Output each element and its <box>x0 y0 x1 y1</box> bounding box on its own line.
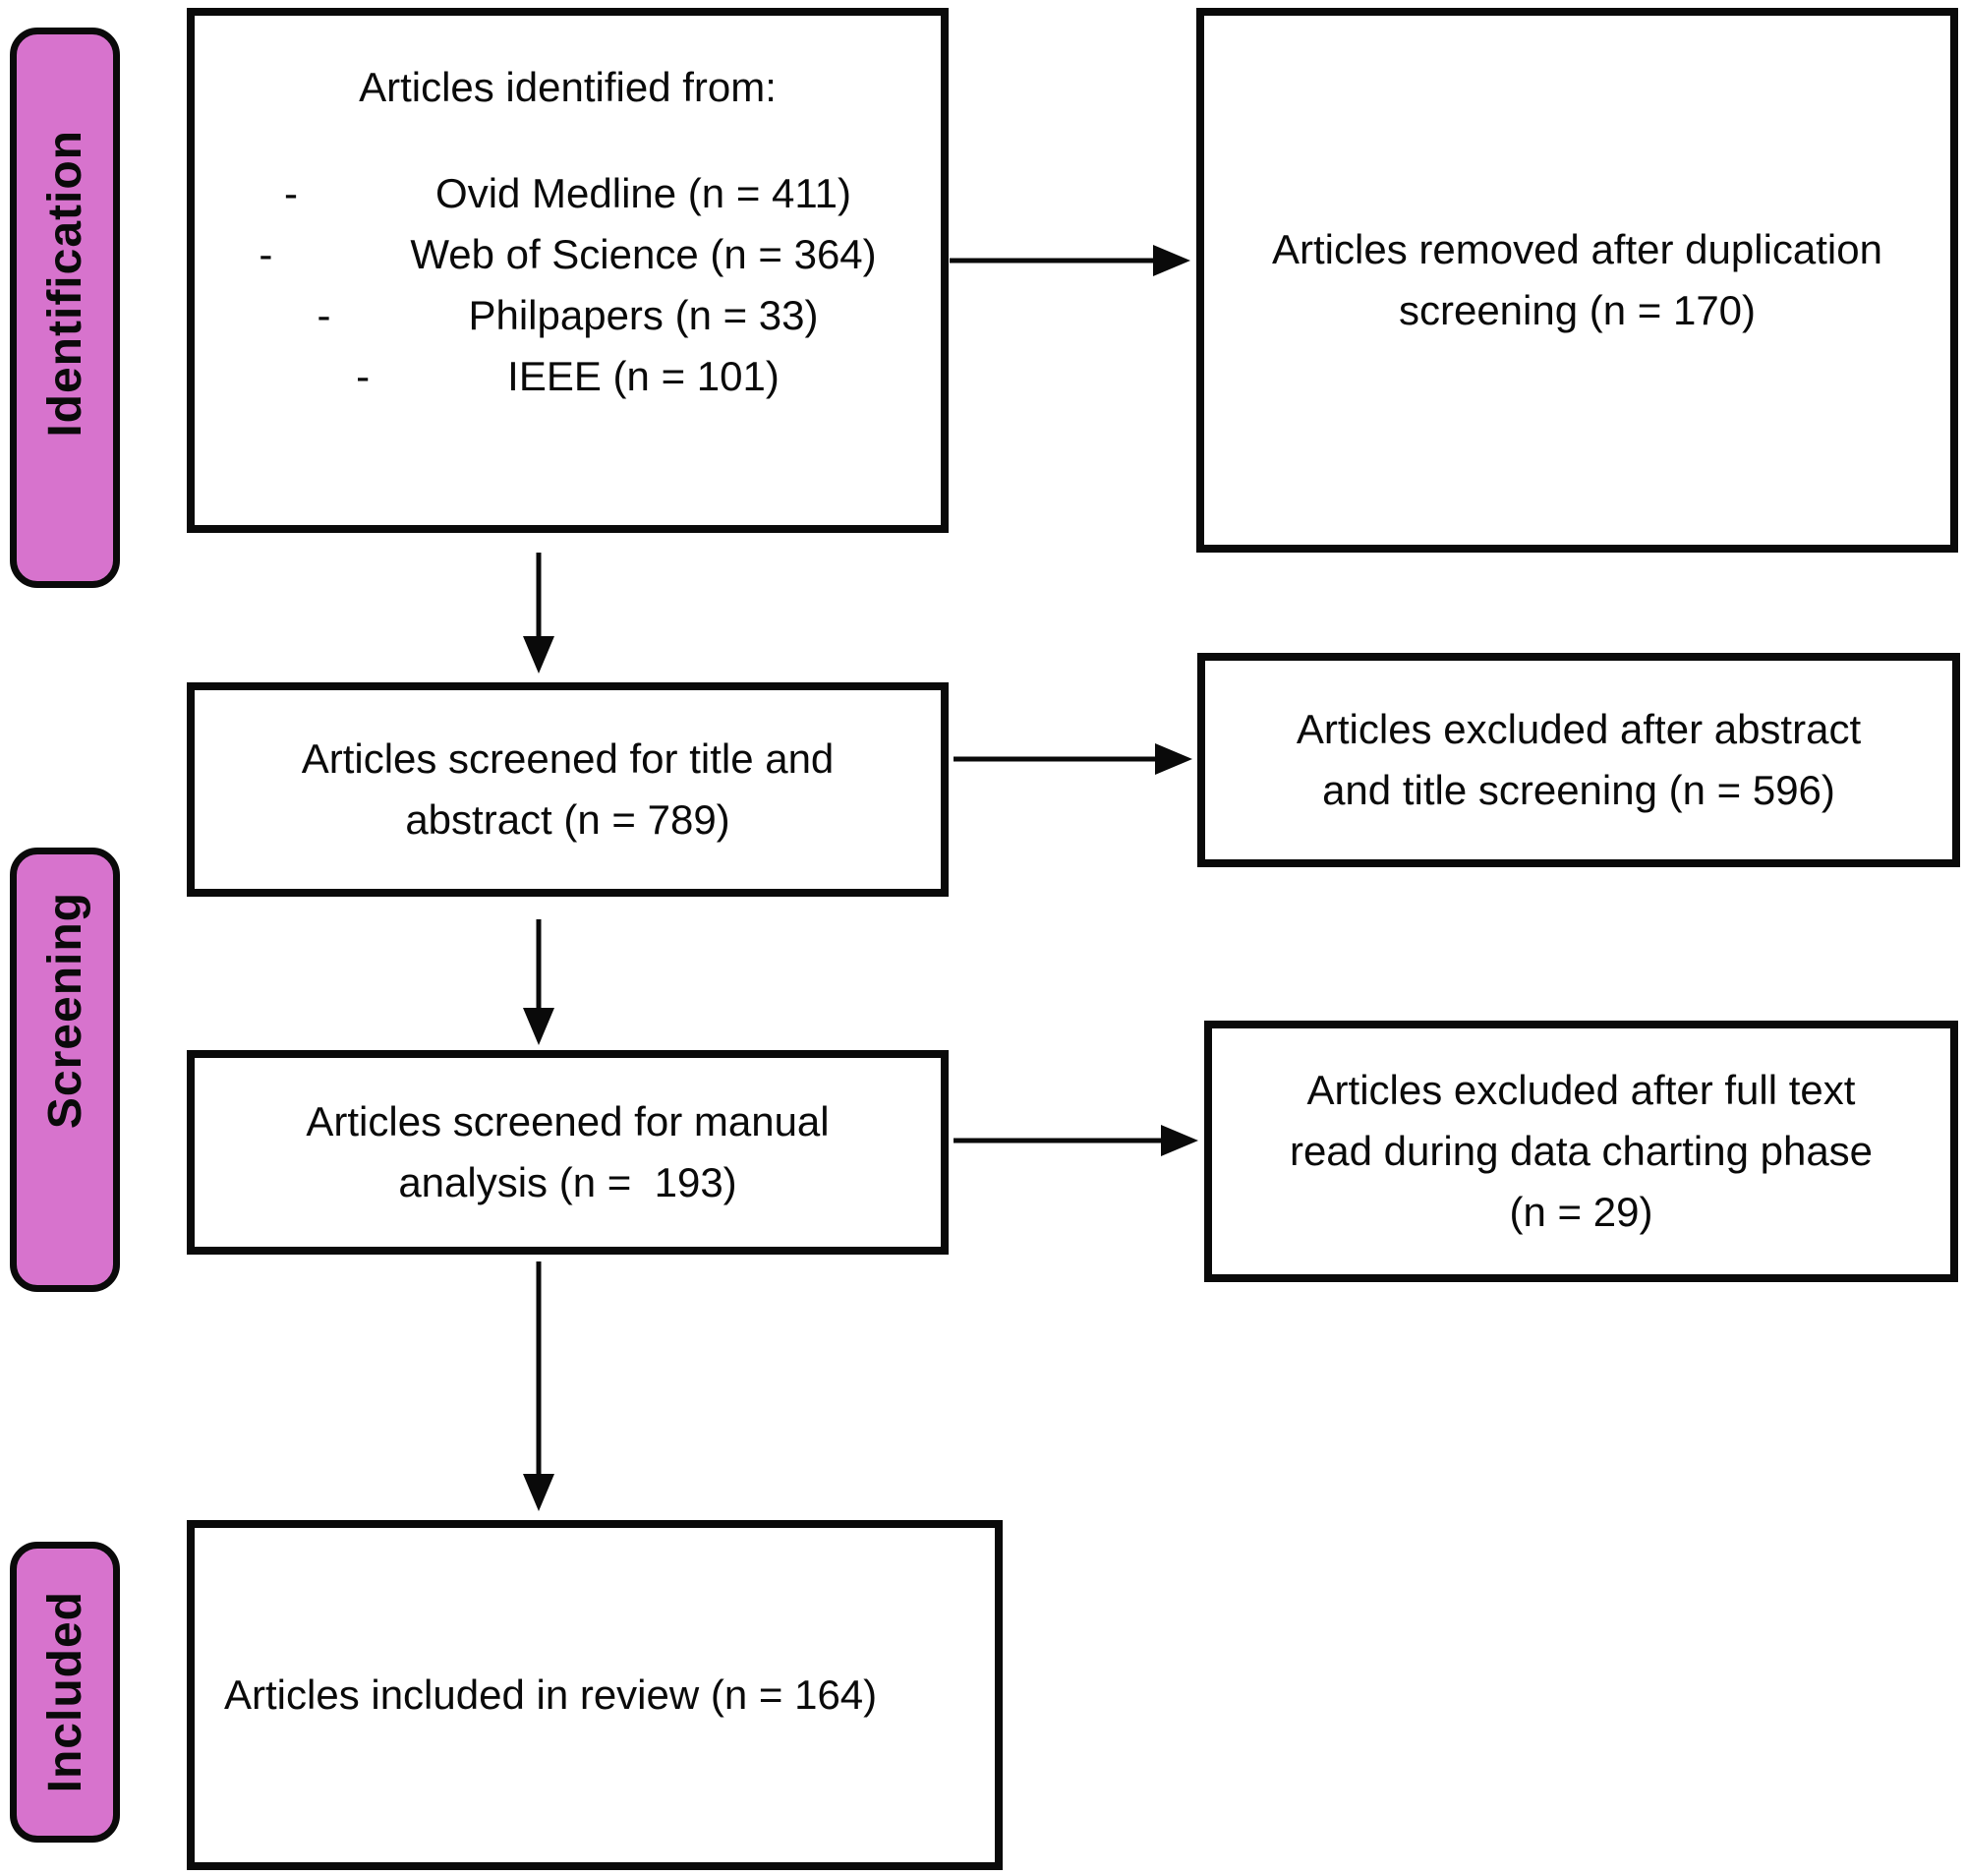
bullet-dash: - <box>259 231 273 277</box>
box-included-in-review: Articles included in review (n = 164) <box>187 1520 1003 1870</box>
stage-label-included: Included <box>10 1542 120 1843</box>
box-excluded-abstract-title: Articles excluded after abstract and tit… <box>1197 653 1960 867</box>
stage-label-screening: Screening <box>10 848 120 1292</box>
screened-manual-analysis-text: Articles screened for manual analysis (n… <box>306 1098 830 1205</box>
excluded-full-text-text: Articles excluded after full text read d… <box>1289 1067 1874 1235</box>
box-articles-identified: Articles identified from: - Ovid Medline… <box>187 8 949 533</box>
stage-label-screening-text: Screening <box>38 892 91 1130</box>
list-item: - Philpapers (n = 33) <box>195 285 941 346</box>
removed-after-duplication-text: Articles removed after duplication scree… <box>1272 226 1882 333</box>
box-excluded-full-text: Articles excluded after full text read d… <box>1204 1021 1958 1282</box>
bullet-dash: - <box>317 292 331 338</box>
box-removed-after-duplication: Articles removed after duplication scree… <box>1196 8 1958 553</box>
identified-source-list: - Ovid Medline (n = 411) - Web of Scienc… <box>195 163 941 407</box>
source-philpapers: Philpapers (n = 33) <box>468 292 819 338</box>
list-item: - Ovid Medline (n = 411) <box>195 163 941 224</box>
list-item: - Web of Science (n = 364) <box>195 224 941 285</box>
stage-label-included-text: Included <box>38 1591 91 1793</box>
source-web-of-science: Web of Science (n = 364) <box>410 231 877 277</box>
bullet-dash: - <box>356 353 371 399</box>
bullet-dash: - <box>284 170 299 216</box>
box-screened-manual-analysis: Articles screened for manual analysis (n… <box>187 1050 949 1255</box>
source-ieee: IEEE (n = 101) <box>507 353 780 399</box>
screened-title-abstract-text: Articles screened for title and abstract… <box>301 735 835 843</box>
included-in-review-text: Articles included in review (n = 164) <box>224 1671 878 1718</box>
list-item: - IEEE (n = 101) <box>195 346 941 407</box>
excluded-abstract-title-text: Articles excluded after abstract and tit… <box>1296 706 1862 813</box>
source-ovid-medline: Ovid Medline (n = 411) <box>435 170 851 216</box>
identified-title: Articles identified from: <box>359 64 777 110</box>
stage-label-identification: Identification <box>10 28 120 588</box>
box-screened-title-abstract: Articles screened for title and abstract… <box>187 682 949 897</box>
stage-label-identification-text: Identification <box>38 129 91 438</box>
